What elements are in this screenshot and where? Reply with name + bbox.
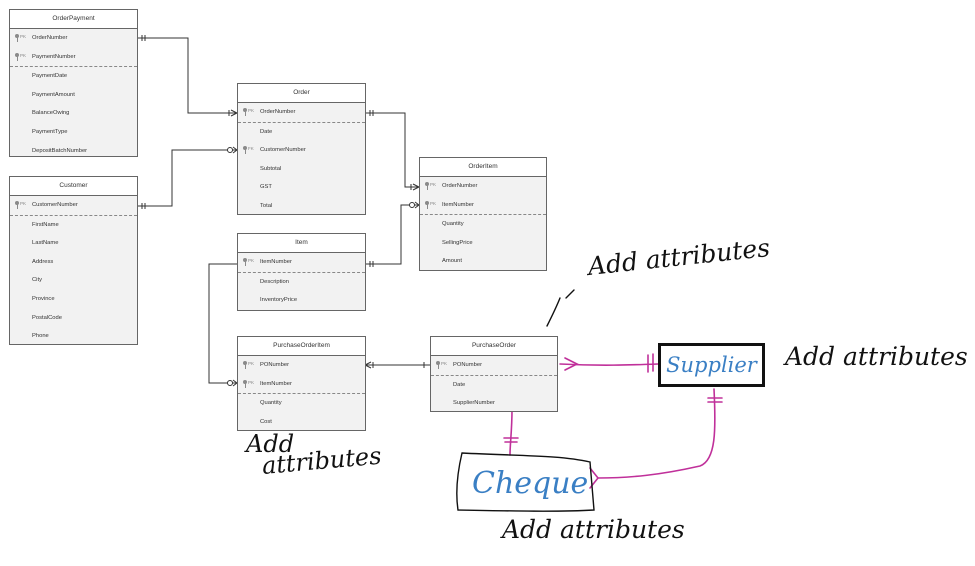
rel-item-orderitem [365,204,419,265]
entity-title: OrderItem [420,158,546,177]
attribute-row: PostalCode [32,314,62,321]
attribute-row: PaymentType [32,128,68,135]
field-name: ItemNumber [442,201,474,208]
rel-order-orderitem [365,112,419,188]
attribute-row: Province [32,295,55,302]
field-name: CustomerNumber [32,202,78,208]
annotation-add-attributes-supplier: Add attributes [785,342,968,371]
pk-row: PK OrderNumber [10,29,137,48]
field-name: OrderNumber [260,109,296,115]
pk-row: PK OrderNumber [238,103,365,122]
entity-title: Customer [10,177,137,196]
entity-purchaseorderitem[interactable]: PurchaseOrderItem PK PONumber PK ItemNum… [237,336,366,431]
attribute-row: City [32,277,42,284]
attribute-row: Quantity [260,400,282,407]
entity-title: Item [238,234,365,253]
entity-orderpayment[interactable]: OrderPayment PK OrderNumber PK PaymentNu… [9,9,138,157]
rel-supplier-cheque [597,388,716,479]
primary-key-icon: PK [243,258,259,267]
key-separator [431,374,557,376]
field-name: ItemNumber [260,380,292,387]
pk-row: PK ItemNumber [238,375,365,394]
rel-purchaseorder-supplier [559,363,659,366]
entity-item[interactable]: Item PK ItemNumber Description Inventory… [237,233,366,311]
attribute-row: SellingPrice [442,239,473,246]
annotation-add-poi: Add [246,430,295,458]
primary-key-icon: PK [15,34,31,43]
attribute-row: Quantity [442,221,464,228]
pk-row: PK PaymentNumber [10,48,137,67]
entity-orderitem[interactable]: OrderItem PK OrderNumber PK ItemNumber Q… [419,157,547,271]
key-separator [10,214,137,216]
rel-orderpayment-order [137,37,237,114]
attribute-row: DepositBatchNumber [32,147,88,154]
key-separator [420,214,546,216]
attribute-row: BalanceOwing [32,110,70,117]
primary-key-icon: PK [425,182,441,191]
key-separator [10,66,137,68]
attribute-row: SupplierNumber [453,400,495,407]
primary-key-icon: PK [425,200,441,210]
entity-title: PurchaseOrderItem [238,337,365,356]
primary-key-icon: PK [243,361,259,370]
rel-customer-order [137,149,237,207]
entity-customer[interactable]: Customer PK CustomerNumber FirstName Las… [9,176,138,345]
cheque-label: Cheque [472,466,589,501]
attribute-row: Cost [260,418,272,425]
field-name: PONumber [260,362,289,368]
key-separator [238,271,365,273]
rel-purchaseorder-cheque [509,409,513,456]
attribute-row: Subtotal [260,165,282,172]
pk-row: PK OrderNumber [420,177,546,196]
entity-supplier[interactable]: Supplier [658,343,765,387]
pk-row: PK PONumber [238,356,365,375]
primary-key-icon: PK [243,108,259,117]
attribute-row: FirstName [32,221,59,228]
attribute-row: InventoryPrice [260,297,298,304]
primary-key-icon: PK [243,379,259,389]
attribute-row: Total [260,202,273,209]
entity-title: PurchaseOrder [431,337,557,356]
attribute-row: Date [260,128,273,135]
pk-row: PK ItemNumber [420,196,546,215]
entity-order[interactable]: Order PK OrderNumber Date FK CustomerNum… [237,83,366,215]
attribute-row: PaymentDate [32,73,68,80]
fk-row: FK CustomerNumber [238,141,365,160]
key-separator [238,121,365,123]
attribute-row: GST [260,184,272,191]
primary-key-icon: PK [15,201,31,210]
attribute-row: Description [260,278,289,285]
pk-row: PK CustomerNumber [10,196,137,215]
attribute-row: Address [32,258,54,265]
rel-item-purchaseorderitem [208,263,237,384]
field-name: OrderNumber [442,183,478,189]
entity-title: Order [238,84,365,103]
attribute-row: Date [453,381,466,388]
annotation-add-attributes-cheque: Add attributes [502,515,685,544]
attribute-row: PaymentAmount [32,91,75,98]
field-name: ItemNumber [260,259,292,265]
attribute-row: Amount [442,258,462,265]
primary-key-icon: PK [436,361,452,370]
field-name: CustomerNumber [260,147,306,154]
pk-row: PK PONumber [431,356,557,375]
primary-key-icon: PK [15,52,31,62]
field-name: PaymentNumber [32,53,76,60]
pk-row: PK ItemNumber [238,253,365,272]
field-name: PONumber [453,362,482,368]
field-name: OrderNumber [32,35,68,41]
cheque-box [456,452,595,512]
supplier-label: Supplier [666,353,757,377]
entity-purchaseorder[interactable]: PurchaseOrder PK PONumber Date SupplierN… [430,336,558,412]
attribute-row: Phone [32,333,49,340]
attribute-row: LastName [32,240,59,247]
key-separator [238,393,365,395]
foreign-key-icon: FK [243,146,259,155]
entity-title: OrderPayment [10,10,137,29]
